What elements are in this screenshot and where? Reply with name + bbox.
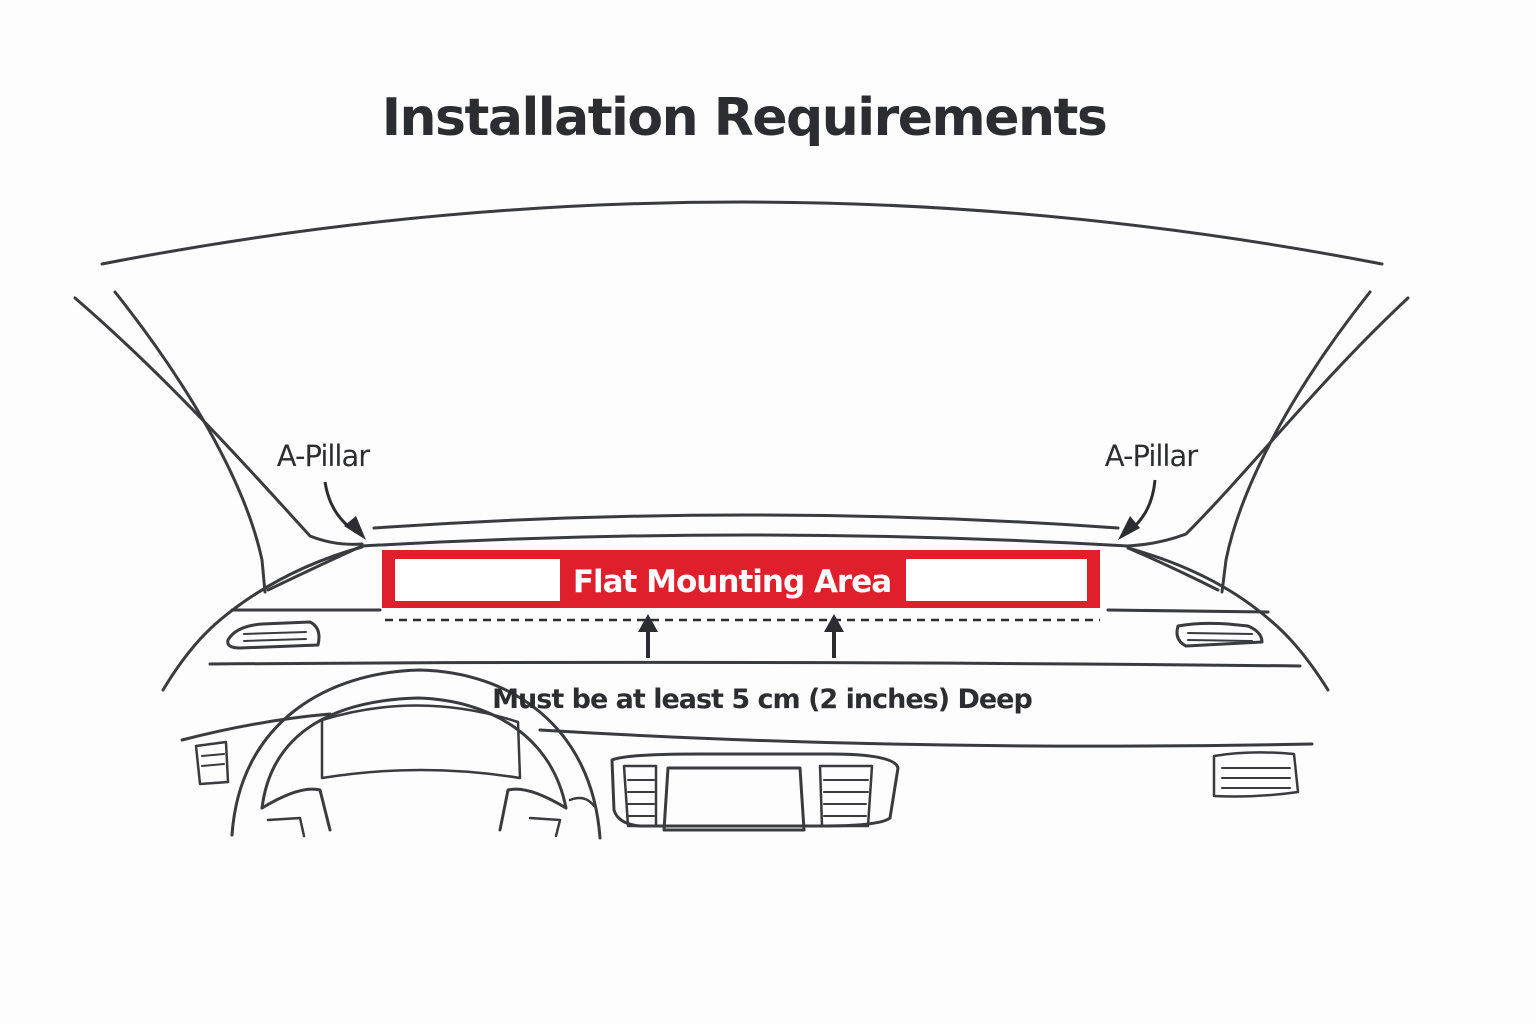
windshield-top-edge <box>100 200 1384 266</box>
center-screen <box>662 766 806 832</box>
mounting-area-box: Flat Mounting Area <box>382 550 1100 608</box>
windshield-base-trim-lower <box>360 533 1130 548</box>
windshield-base-trim <box>372 513 1120 530</box>
instrument-cluster <box>320 704 522 780</box>
a-pillar-right-base <box>1126 546 1220 592</box>
dashboard-middle-line <box>208 660 1302 668</box>
mounting-area-label: Flat Mounting Area <box>573 564 891 600</box>
vent-right <box>1175 621 1264 648</box>
steering-wheel-outer <box>230 668 602 840</box>
depth-arrow-left <box>638 614 658 658</box>
dashboard-crease-right <box>1106 608 1270 614</box>
steering-wheel-inner <box>260 696 568 810</box>
center-console <box>610 752 900 828</box>
a-pillar-left-arrow <box>323 481 366 540</box>
depth-requirement-label: Must be at least 5 cm (2 inches) Deep <box>492 684 1032 715</box>
dashboard-top-left <box>161 545 364 692</box>
vent-lower-right <box>1212 751 1300 798</box>
steering-hub <box>260 787 568 832</box>
a-pillar-left-label: A-Pillar <box>277 439 370 473</box>
a-pillar-left-inner <box>113 290 267 594</box>
a-pillar-left-outer <box>73 296 364 546</box>
page-title: Installation Requirements <box>381 88 1108 148</box>
depth-arrow-right <box>824 614 844 658</box>
a-pillar-right-label: A-Pillar <box>1105 439 1198 473</box>
a-pillar-right-inner <box>1220 290 1372 594</box>
a-pillar-right-arrow <box>1118 479 1157 540</box>
dashboard-top-right <box>1126 546 1330 692</box>
a-pillar-right-outer <box>1126 296 1410 548</box>
vent-center-left <box>622 764 658 828</box>
vent-left <box>226 620 321 650</box>
lower-dash-right <box>538 728 1314 748</box>
vent-center-right <box>818 764 874 828</box>
lower-dash-line <box>180 712 332 742</box>
vent-lower-left <box>194 740 230 786</box>
